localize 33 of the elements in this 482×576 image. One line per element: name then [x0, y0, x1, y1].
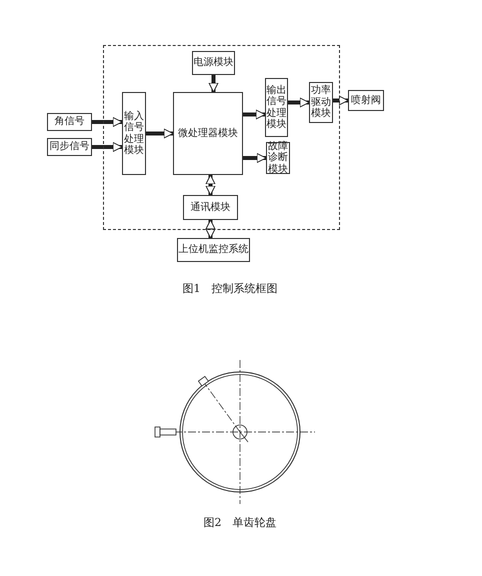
module-box — [348, 90, 384, 111]
module-box — [265, 78, 288, 137]
figure-caption: 图1 控制系统框图 — [182, 281, 278, 296]
block-arrow — [243, 153, 266, 163]
block-arrow — [243, 110, 266, 120]
box-label: 故障诊断模块 — [268, 140, 288, 176]
box-label: 上位机监控系统 — [178, 244, 248, 256]
box-label: 通讯模块 — [190, 202, 230, 214]
box-label: 同步信号 — [50, 141, 90, 153]
box-label: 输出信号处理模块 — [266, 84, 286, 130]
module-box — [47, 138, 92, 156]
module-box — [173, 92, 243, 175]
block-arrow — [146, 128, 174, 138]
module-box — [177, 238, 250, 262]
module-box — [192, 51, 235, 75]
block-arrow — [208, 75, 218, 92]
box-label: 输入信号处理模块 — [124, 110, 144, 156]
box-label: 功率驱动模块 — [311, 85, 331, 120]
box-label: 电源模块 — [194, 57, 234, 69]
block-arrow — [206, 220, 216, 238]
box-label: 角信号 — [54, 116, 84, 128]
module-box — [183, 195, 238, 220]
module-box — [47, 113, 92, 131]
figure-caption: 图2 单齿轮盘 — [204, 515, 276, 530]
block-arrow — [206, 174, 216, 196]
dashed-boundary-box — [103, 45, 340, 230]
module-box — [122, 92, 146, 175]
block-arrow — [92, 117, 122, 127]
block-arrow — [288, 98, 310, 108]
box-label: 喷射阀 — [351, 94, 381, 106]
box-label: 微处理器模块 — [178, 128, 238, 140]
block-arrow — [92, 142, 122, 152]
block-arrow — [333, 96, 348, 106]
